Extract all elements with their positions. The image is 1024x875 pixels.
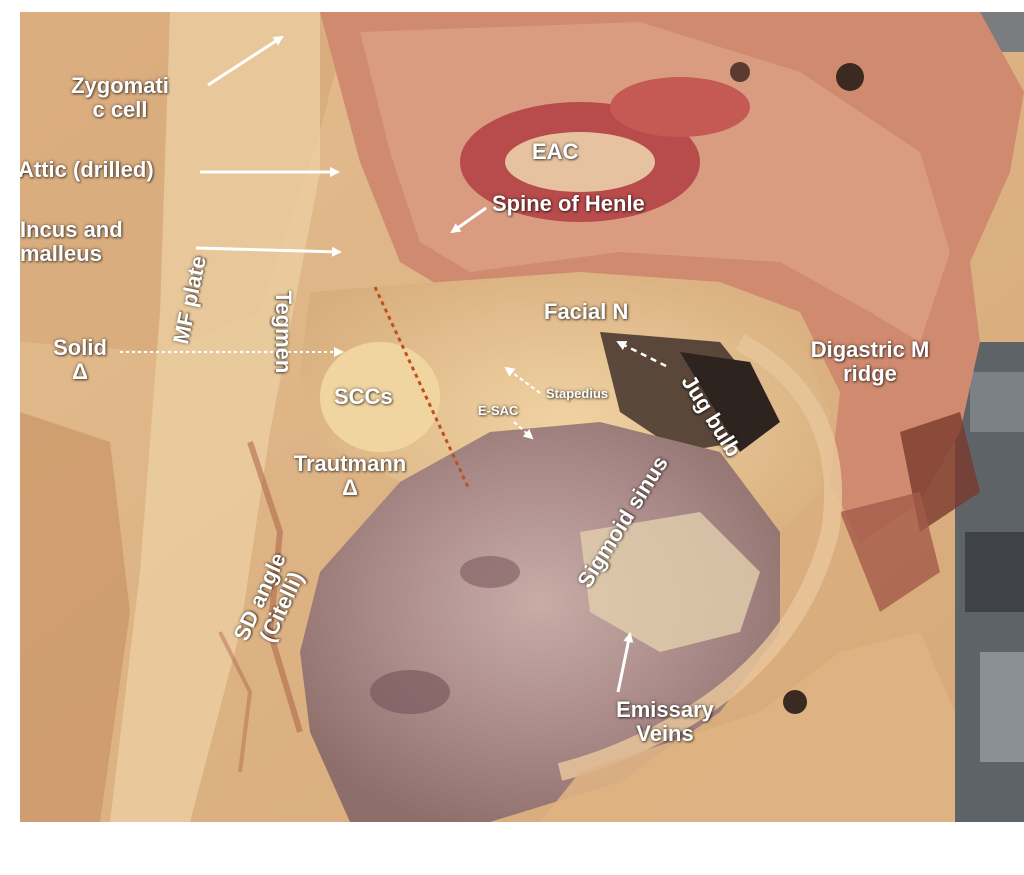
annotation-overlay [120,35,667,693]
incus-line-1: Incus and [20,217,123,242]
jug-bulb-arrow [616,340,667,368]
trautmann-triangle-label: Trautmann Δ [290,452,410,500]
zygomatic-cell-label: Zygomati c cell [50,74,190,122]
esac-label: E-SAC [478,403,519,418]
attic-label: Attic (drilled) [20,157,154,182]
facial-nerve-label: Facial N [544,299,629,324]
esac-arrow [513,421,534,440]
tegmen-label: Tegmen [271,290,296,374]
emissary-line-1: Emissary [616,697,714,722]
incus-arrow [195,246,342,257]
trautmann-delta: Δ [342,475,358,500]
emissary-veins-label: Emissary Veins [590,698,740,746]
spine-of-henle-label: Spine of Henle [492,191,645,216]
stapedius-arrow [504,366,541,394]
solid-delta: Δ [72,359,88,384]
dissection-figure: Zygomati c cell Attic (drilled) Incus an… [20,12,1024,822]
solid-word: Solid [53,335,107,360]
stapedius-label: Stapedius [546,386,609,401]
spine-arrow [450,206,487,234]
incus-line-2: malleus [20,241,102,266]
emissary-line-2: Veins [636,721,694,746]
digastric-line-2: ridge [843,361,897,386]
incus-malleus-label: Incus and malleus [20,218,123,266]
sccs-label: SCCs [334,384,393,409]
digastric-line-1: Digastric M [810,337,930,362]
temporal-bone-photo [20,12,1024,822]
zygomatic-line-2: c cell [92,97,148,122]
digastric-ridge-label: Digastric M ridge [780,338,960,386]
trautmann-word: Trautmann [293,451,407,476]
zygomatic-arrow [207,35,284,87]
zygomatic-line-1: Zygomati [71,73,169,98]
emissary-arrow [616,632,634,693]
eac-label: EAC [532,139,579,164]
solid-angle-label: Solid Δ [40,336,120,384]
